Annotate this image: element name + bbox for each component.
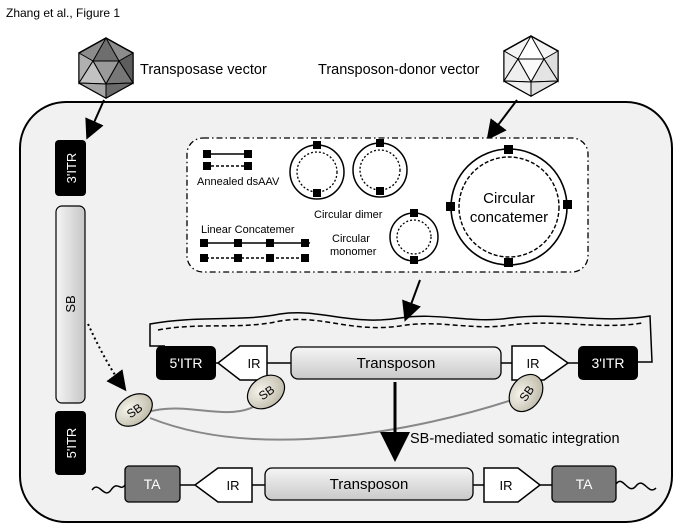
genome-ta-left-label: TA <box>144 476 162 492</box>
genome-ta-right-label: TA <box>576 476 594 492</box>
circular-concatemer-label-2: concatemer <box>470 209 548 226</box>
donor-itr-5-prime-block <box>156 346 216 380</box>
itr-5-prime-block <box>55 411 86 475</box>
vector-backbone-outer <box>149 312 653 363</box>
circular-monomer-icon <box>389 209 439 264</box>
donor-ir-right-arrow <box>511 345 570 381</box>
sb-protein-left-itr: SB <box>246 374 286 410</box>
circular-monomer-label-2: monomer <box>330 246 377 258</box>
integration-label: SB-mediated somatic integration <box>410 431 620 447</box>
circular-concatemer-icon <box>446 145 572 267</box>
forms-to-construct-arrow <box>402 279 421 322</box>
circular-dimer-icon <box>289 139 408 200</box>
circular-monomer-label-1: Circular <box>332 233 370 245</box>
transposase-capsid-icon <box>78 36 134 99</box>
donor-transposon-bar <box>290 346 502 380</box>
genome-ir-left-arrow <box>193 467 253 503</box>
genome-ir-right-arrow <box>483 467 542 503</box>
donor-vector-label: Transposon-donor vector <box>318 62 480 78</box>
itr-3-prime-label: 3'ITR <box>64 153 79 184</box>
donor-itr-3-prime-block <box>578 346 638 380</box>
sb-link-line-1 <box>147 401 263 414</box>
genome-ir-left-label: IR <box>227 478 240 493</box>
transposase-vector-label: Transposase vector <box>140 62 267 78</box>
donor-ir-left-arrow <box>216 345 268 381</box>
genome-ta-left <box>124 465 181 503</box>
genome-ta-right <box>551 465 617 503</box>
annealed-dsaav-icon <box>203 150 252 170</box>
sb-link-line-2 <box>149 399 513 441</box>
donor-itr-5-prime-label: 5'ITR <box>169 355 202 371</box>
circular-dimer-label: Circular dimer <box>314 209 383 221</box>
genome-ir-right-label: IR <box>500 478 513 493</box>
transposase-entry-arrow <box>85 99 105 140</box>
genome-transposon-label: Transposon <box>330 476 409 493</box>
donor-entry-arrow <box>486 99 518 141</box>
donor-capsid-icon <box>503 34 559 97</box>
annealed-dsaav-label: Annealed dsAAV <box>197 176 280 188</box>
vector-backbone-inner <box>157 318 643 331</box>
genome-transposon-bar <box>264 467 474 501</box>
sb-protein-right-itr: SB <box>508 373 544 413</box>
circular-concatemer-label-1: Circular <box>483 190 535 207</box>
donor-ir-right-label: IR <box>527 356 540 371</box>
itr-3-prime-block <box>55 140 86 196</box>
donor-ir-left-label: IR <box>248 356 261 371</box>
linear-concatemer-label: Linear Concatemer <box>201 224 295 236</box>
figure-title: Zhang et al., Figure 1 <box>6 6 121 20</box>
sb-gene-label: SB <box>63 295 78 312</box>
itr-5-prime-label: 5'ITR <box>64 428 79 459</box>
sb-protein-free: SB <box>115 393 153 427</box>
donor-itr-3-prime-label: 3'ITR <box>591 355 624 371</box>
sb-gene-bar <box>55 205 86 404</box>
linear-concatemer-icon <box>200 239 310 262</box>
genome-wave-right <box>615 480 657 491</box>
genome-wave-left <box>91 484 126 494</box>
donor-transposon-label: Transposon <box>357 355 436 372</box>
